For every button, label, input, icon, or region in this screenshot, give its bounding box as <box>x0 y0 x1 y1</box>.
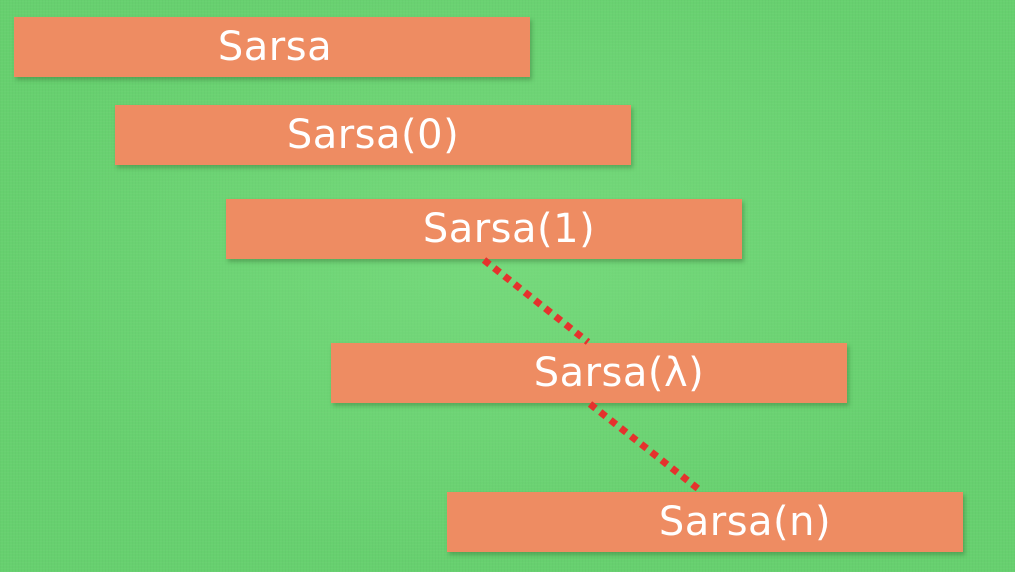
dotted-connector-sarsa1-to-lambda <box>481 257 591 345</box>
box-sarsa-1: Sarsa(1) <box>226 199 742 259</box>
box-sarsa-n-label: Sarsa(n) <box>658 499 832 545</box>
box-sarsa-1-label: Sarsa(1) <box>422 206 596 252</box>
box-sarsa-label: Sarsa <box>217 24 333 70</box>
box-sarsa-0-label: Sarsa(0) <box>286 112 460 158</box>
box-sarsa-lambda-label: Sarsa(λ) <box>533 350 705 396</box>
dotted-connector-lambda-to-sarsan <box>587 401 704 494</box>
box-sarsa-lambda: Sarsa(λ) <box>331 343 847 403</box>
box-sarsa-n: Sarsa(n) <box>447 492 963 552</box>
box-sarsa-0: Sarsa(0) <box>115 105 631 165</box>
box-sarsa: Sarsa <box>14 17 530 77</box>
